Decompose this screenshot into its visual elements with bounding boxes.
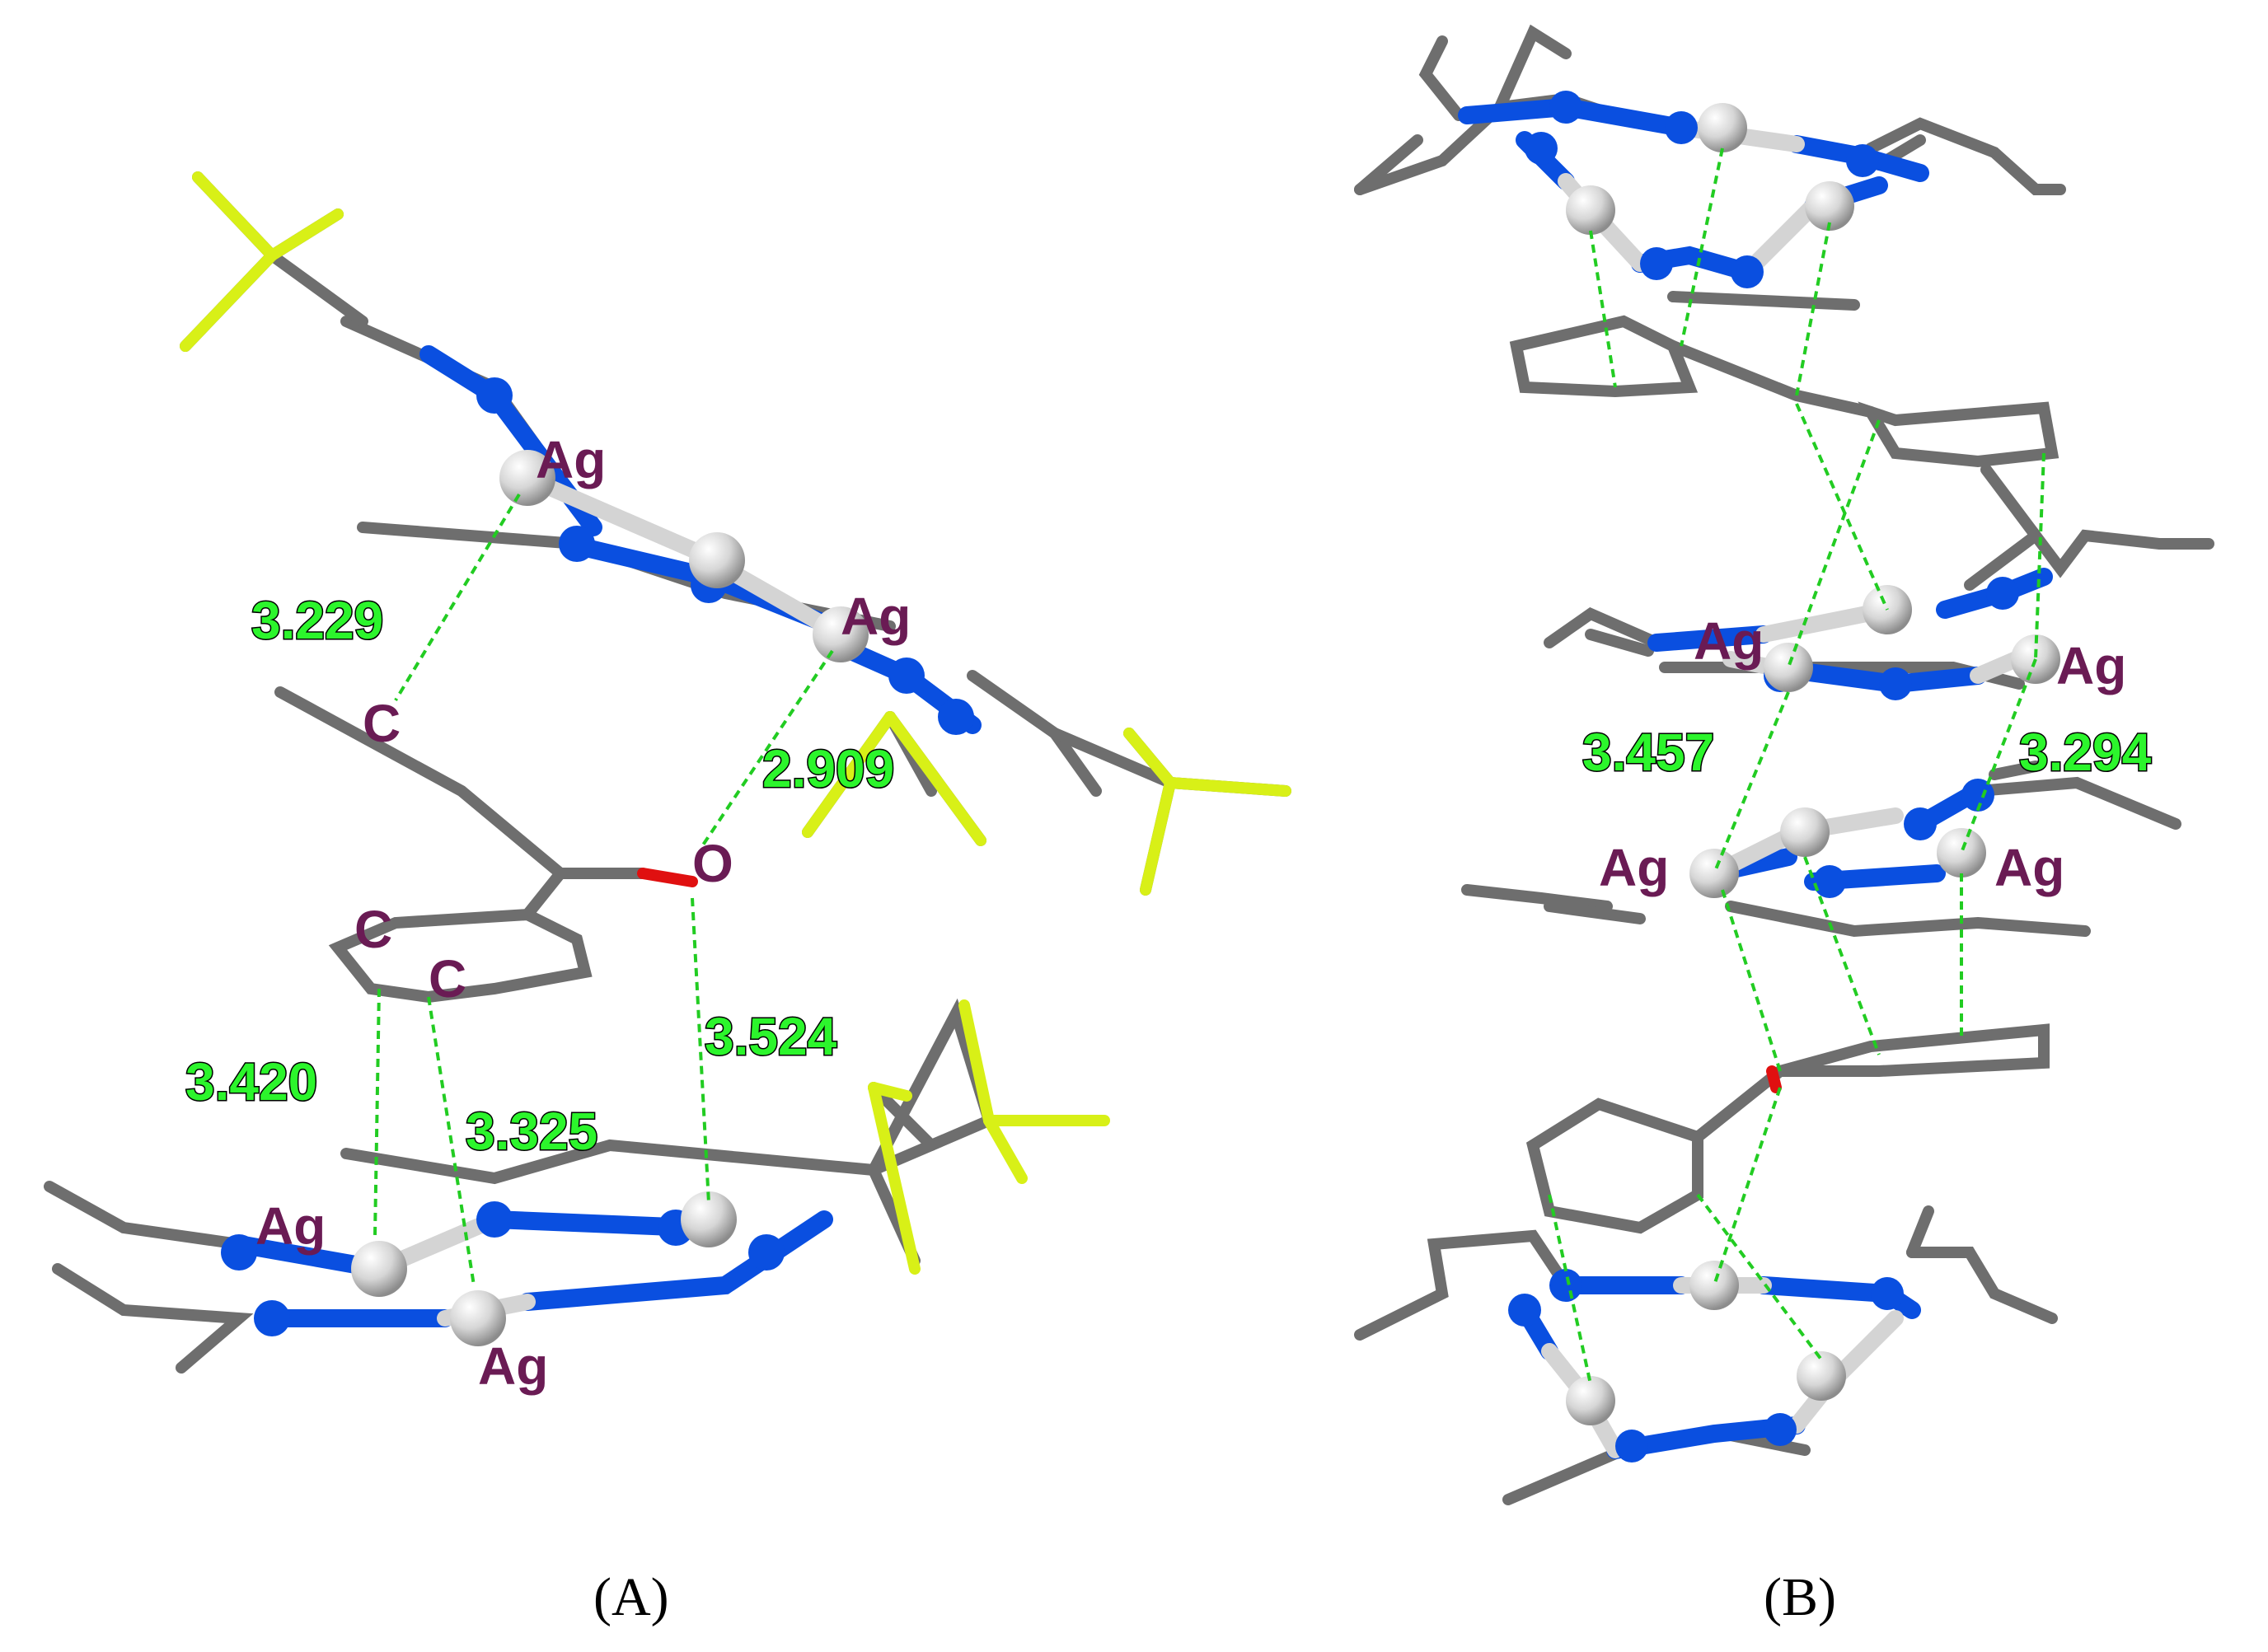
distance-2909: 2.909 (762, 739, 894, 798)
panel-b-upper-benzophenone (1509, 315, 2059, 468)
distance-3457: 3.457 (1582, 723, 1714, 782)
panel-a: Ag Ag C O C C Ag Ag 3.229 2.909 3.524 3.… (44, 171, 1291, 1627)
distance-3325: 3.325 (466, 1102, 597, 1161)
panel-b: Ag Ag Ag Ag 3.457 3.294 (B) (1354, 24, 2214, 1627)
panel-b-middle-trimer-2 (1461, 760, 2181, 938)
distance-3420: 3.420 (185, 1052, 317, 1111)
label-ag-lower-right: Ag (1994, 838, 2064, 897)
distance-3524: 3.524 (705, 1007, 837, 1066)
distance-3229: 3.229 (251, 591, 383, 650)
panel-b-contacts (1548, 147, 2045, 1385)
panel-a-caption: (A) (593, 1567, 669, 1627)
panel-b-middle-trimer-1 (1544, 464, 2214, 700)
label-ag-bottom-center: Ag (478, 1336, 548, 1396)
panel-b-top-trimer (1354, 24, 2066, 311)
label-ag-top-right: Ag (841, 587, 911, 646)
label-ag-lower-left: Ag (1599, 838, 1669, 897)
distance-3294: 3.294 (2019, 723, 2152, 782)
label-ag-upper-left: Ag (1694, 611, 1764, 671)
label-ag-bottom-left: Ag (255, 1196, 326, 1256)
label-o: O (692, 834, 733, 893)
label-ag-top-left: Ag (536, 430, 606, 489)
panel-b-bottom-trimer (1354, 1205, 2058, 1505)
label-c-left: C (354, 900, 392, 959)
label-c-upper: C (363, 694, 401, 753)
panel-a-top-trimer (180, 171, 1291, 896)
panel-a-contacts (373, 493, 834, 1286)
panel-a-bottom-trimer (44, 998, 1110, 1374)
panel-a-benzophenone (274, 686, 698, 1004)
label-ag-upper-right: Ag (2056, 636, 2126, 695)
panel-b-caption: (B) (1764, 1567, 1836, 1627)
label-c-right: C (429, 949, 466, 1009)
panel-b-lower-benzophenone (1525, 1023, 2050, 1234)
